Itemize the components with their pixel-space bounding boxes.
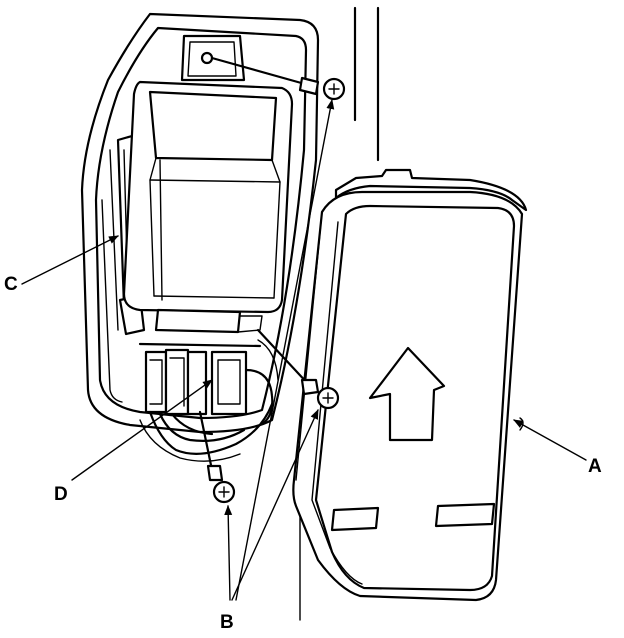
cover-a — [292, 168, 528, 602]
connectors-d — [138, 342, 262, 416]
leader-lines — [21, 99, 587, 601]
bolt-hole — [200, 51, 214, 65]
screw-bottom — [198, 410, 236, 504]
callout-b: B — [220, 612, 234, 633]
callout-a: A — [588, 456, 602, 477]
wire-harness — [139, 339, 279, 462]
screw-top — [210, 56, 346, 101]
screws-b — [198, 56, 346, 504]
screw-right — [256, 328, 340, 410]
up-arrow-icon — [368, 346, 446, 442]
callout-c: C — [4, 274, 18, 295]
callout-d: D — [54, 484, 68, 505]
slot-right — [434, 502, 496, 528]
control-unit — [122, 80, 294, 334]
slot-left — [330, 506, 380, 532]
